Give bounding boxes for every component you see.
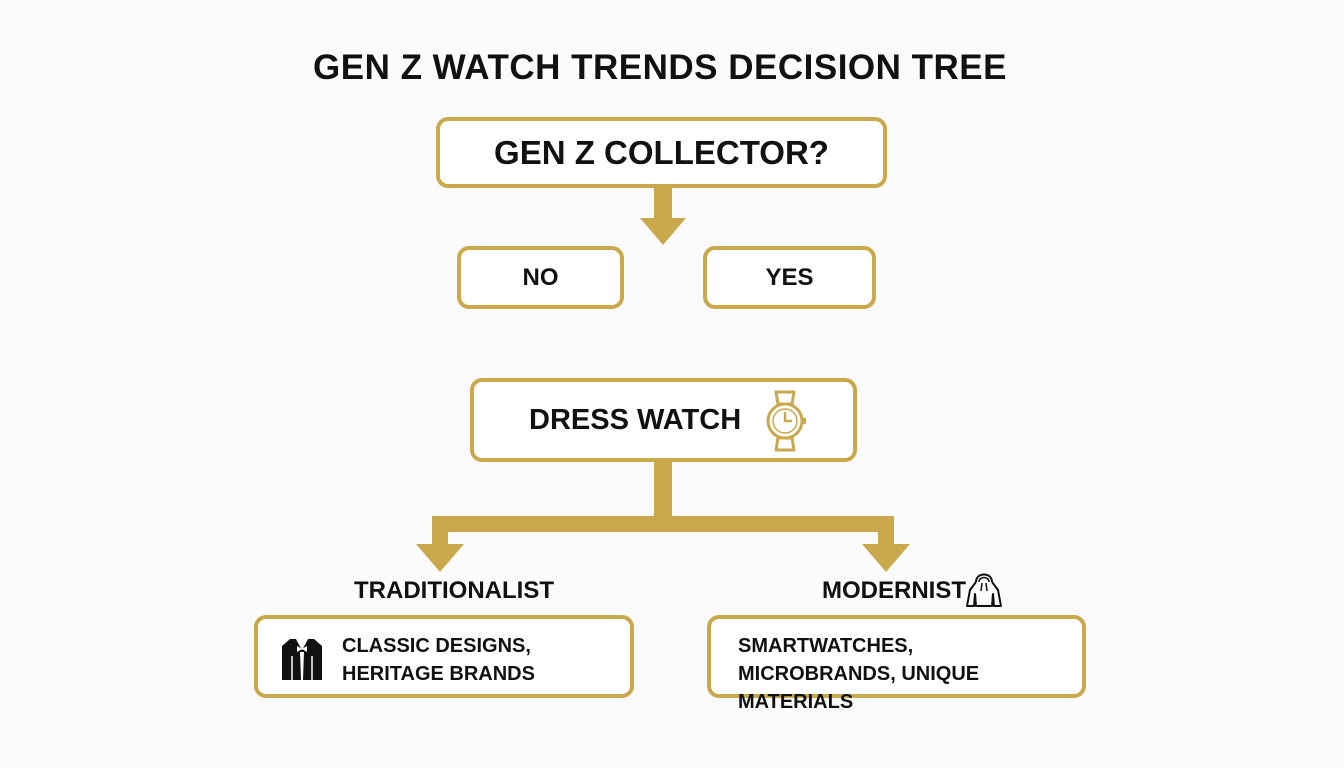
dress-watch-box: DRESS WATCH — [470, 378, 857, 462]
answer-no-text: NO — [522, 263, 559, 291]
hoodie-icon — [964, 568, 1004, 615]
traditionalist-label: TRADITIONALIST — [354, 577, 554, 604]
modernist-line-2: MICROBRANDS, UNIQUE MATERIALS — [738, 663, 980, 713]
traditionalist-box: CLASSIC DESIGNS, HERITAGE BRANDS — [254, 615, 634, 698]
modernist-label: MODERNIST — [822, 577, 966, 604]
question-box: GEN Z COLLECTOR? — [436, 117, 887, 188]
answer-no-box: NO — [457, 246, 624, 309]
traditionalist-description: CLASSIC DESIGNS, HERITAGE BRANDS — [342, 632, 535, 688]
question-text: GEN Z COLLECTOR? — [494, 133, 829, 171]
modernist-description: SMARTWATCHES, MICROBRANDS, UNIQUE MATERI… — [738, 632, 1082, 716]
answer-yes-box: YES — [703, 246, 876, 309]
branch-connector — [416, 462, 910, 572]
traditionalist-line-2: HERITAGE BRANDS — [342, 663, 535, 685]
diagram-title: GEN Z WATCH TRENDS DECISION TREE — [313, 48, 1007, 87]
wristwatch-icon — [762, 388, 808, 462]
tuxedo-jacket-icon — [280, 636, 324, 688]
modernist-box: SMARTWATCHES, MICROBRANDS, UNIQUE MATERI… — [707, 615, 1086, 713]
traditionalist-line-1: CLASSIC DESIGNS, — [342, 635, 531, 657]
modernist-line-1: SMARTWATCHES, — [738, 635, 914, 657]
dress-watch-label: DRESS WATCH — [529, 403, 742, 436]
arrow-question-down — [640, 188, 686, 245]
answer-yes-text: YES — [765, 263, 814, 291]
